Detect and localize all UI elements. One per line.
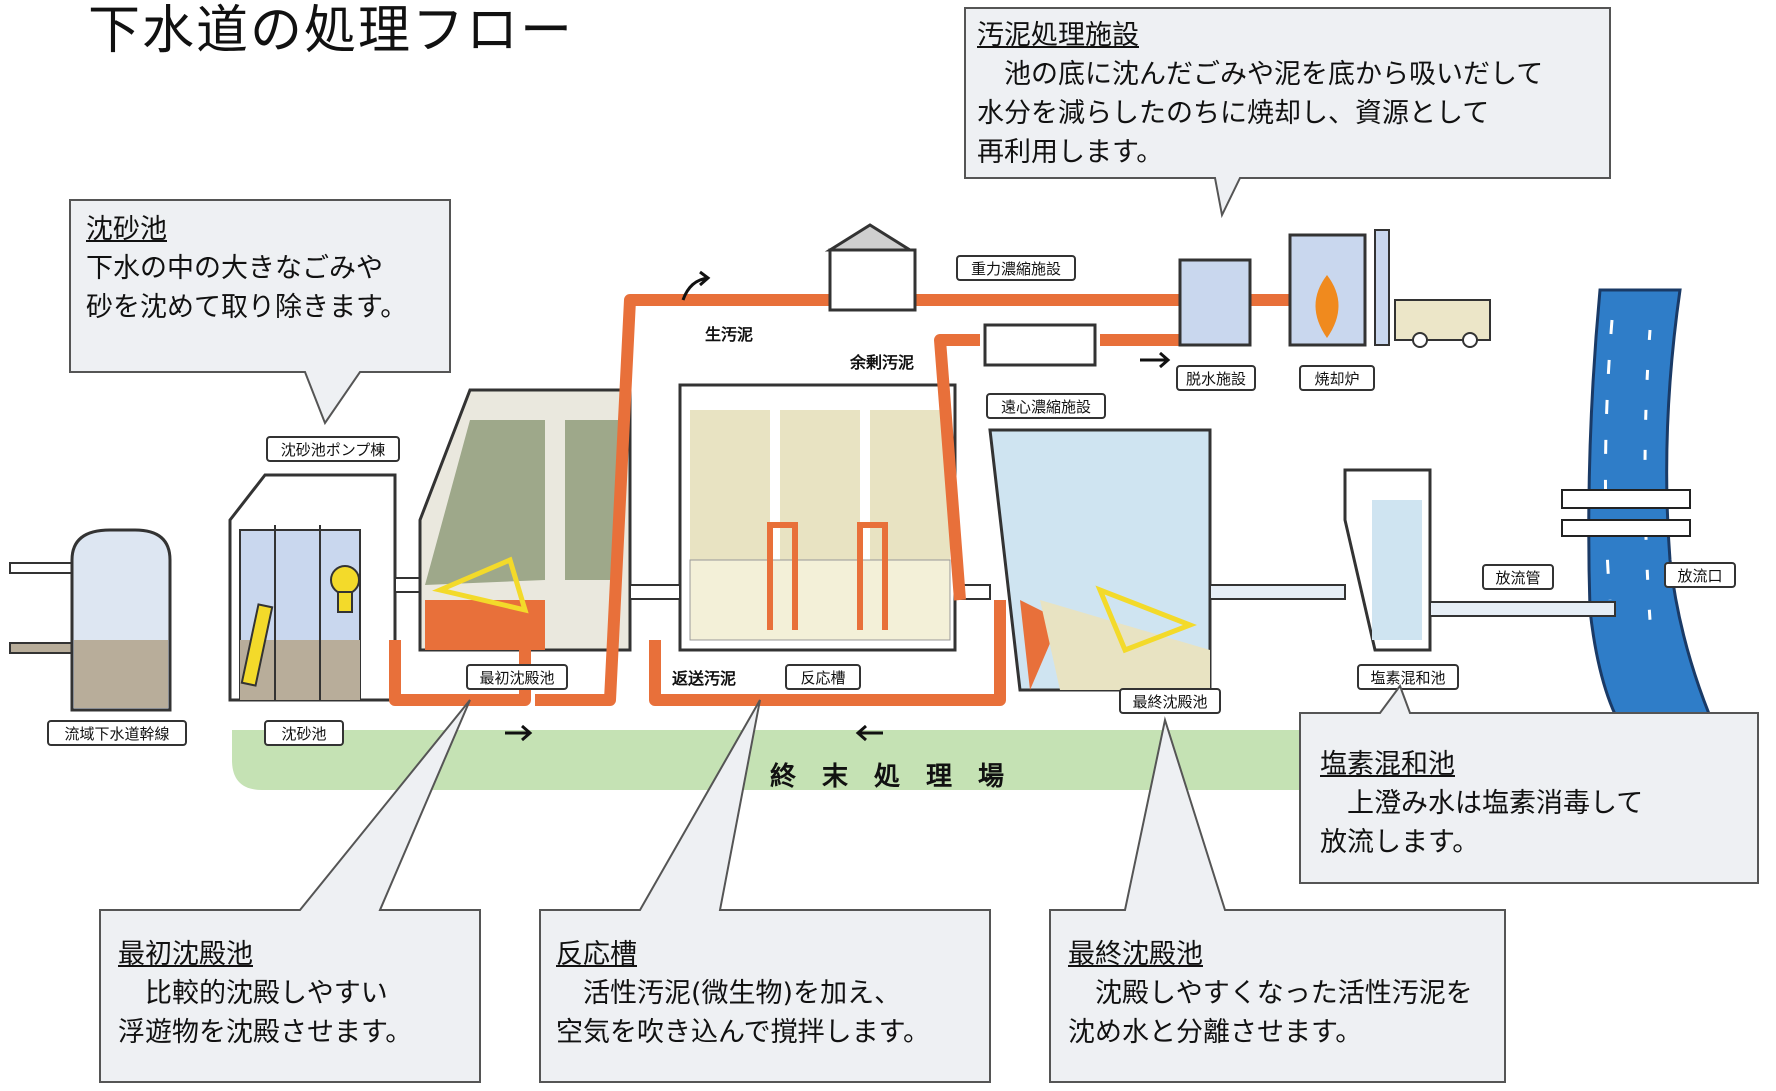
label-trunk-sewer: 流域下水道幹線 [64, 725, 169, 743]
reaction-tank [678, 383, 957, 652]
river [1587, 288, 1723, 742]
label-return-sludge: 返送汚泥 [672, 669, 736, 688]
pump-pipe [394, 577, 421, 593]
label-incinerator: 焼却炉 [1314, 371, 1359, 388]
grit-chamber-structure [228, 473, 397, 702]
label-box-gravity-thickener [956, 255, 1076, 281]
label-outfall: 放流口 [1677, 568, 1722, 585]
page-title: 下水道の処理フロー [88, 1, 575, 61]
callout-box-reaction-tank [539, 699, 991, 1083]
plant-band-label: 終 末 処 理 場 [770, 761, 1004, 791]
callout-final-sedimentation-title: 最終沈殿池 [1068, 939, 1203, 970]
label-centrifugal-thickener: 遠心濃縮施設 [1001, 399, 1091, 416]
incinerator-building [1288, 229, 1390, 347]
label-box-dewatering [1176, 365, 1256, 391]
callout-final-sedimentation-body: 沈殿しやすくなった活性汚泥を 沈め水と分離させます。 [1068, 978, 1473, 1048]
label-excess-sludge: 余剰汚泥 [849, 353, 914, 372]
primary-sedimentation-tank [418, 388, 632, 652]
callout-box-sludge-facility [964, 7, 1611, 219]
callout-grit-chamber: 沈砂池 下水の中の大きなごみや 砂を沈めて取り除きます。 [86, 210, 407, 327]
chlorine-mixing-tank [1343, 468, 1432, 652]
callout-primary-sedimentation-title: 最初沈殿池 [118, 939, 253, 970]
label-reaction-tank: 反応槽 [800, 670, 845, 687]
trunk-sewer-manhole [70, 528, 172, 712]
callout-sludge-facility-title: 汚泥処理施設 [977, 20, 1139, 51]
callout-final-sedimentation: 最終沈殿池 沈殿しやすくなった活性汚泥を 沈め水と分離させます。 [1068, 935, 1473, 1052]
label-dewatering: 脱水施設 [1186, 371, 1246, 388]
label-box-incinerator [1299, 365, 1375, 391]
label-raw-sludge: 生汚泥 [705, 325, 753, 344]
callout-grit-chamber-body: 下水の中の大きなごみや 砂を沈めて取り除きます。 [86, 253, 408, 323]
label-final-sedimentation: 最終沈殿池 [1132, 694, 1207, 711]
truck [1394, 299, 1491, 348]
callout-sludge-facility-body: 池の底に沈んだごみや泥を底から吸いだして 水分を減らしたのちに焼却し、資源として… [977, 59, 1544, 168]
callout-box-final-sedimentation [1049, 716, 1506, 1083]
label-chlorine-mixing: 塩素混和池 [1370, 670, 1445, 687]
dewatering-building [1178, 258, 1252, 347]
callout-box-primary-sedimentation [99, 699, 481, 1083]
callout-primary-sedimentation-body: 比較的沈殿しやすい 浮遊物を沈殿させます。 [118, 978, 413, 1048]
callout-sludge-facility: 汚泥処理施設 池の底に沈んだごみや泥を底から吸いだして 水分を減らしたのちに焼却… [977, 16, 1543, 172]
bridge [1561, 489, 1691, 537]
discharge-pipe [1429, 601, 1616, 617]
label-gravity-thickener: 重力濃縮施設 [971, 261, 1061, 278]
callout-chlorine-mixing-body: 上澄み水は塩素消毒して 放流します。 [1320, 788, 1644, 858]
callout-grit-chamber-title: 沈砂池 [86, 214, 167, 245]
callout-reaction-tank-body: 活性汚泥(微生物)を加え、 空気を吹き込んで撹拌します。 [556, 978, 930, 1048]
gravity-thickener-building [824, 223, 917, 312]
label-grit-pump-building: 沈砂池ポンプ棟 [281, 442, 386, 459]
label-box-grit-chamber [264, 720, 344, 746]
label-box-trunk-sewer [47, 720, 187, 746]
label-discharge-pipe: 放流管 [1495, 570, 1540, 587]
label-box-primary-sedimentation [466, 664, 568, 690]
callout-box-chlorine-mixing [1299, 683, 1759, 884]
callout-chlorine-mixing: 塩素混和池 上澄み水は塩素消毒して 放流します。 [1320, 745, 1643, 862]
label-grit-chamber: 沈砂池 [281, 726, 326, 743]
label-primary-sedimentation: 最初沈殿池 [479, 670, 554, 687]
callout-reaction-tank: 反応槽 活性汚泥(微生物)を加え、 空気を吹き込んで撹拌します。 [556, 935, 930, 1052]
label-box-centrifugal-thickener [986, 393, 1106, 419]
label-box-final-sedimentation [1119, 688, 1221, 714]
label-box-reaction-tank [785, 664, 861, 690]
label-box-discharge-pipe [1482, 564, 1554, 590]
final-sedimentation-tank [988, 428, 1212, 692]
label-box-outfall [1664, 562, 1736, 588]
callout-chlorine-mixing-title: 塩素混和池 [1320, 749, 1455, 780]
flow-arrows [505, 270, 1171, 742]
label-box-chlorine-mixing [1357, 664, 1459, 690]
callout-box-grit-chamber [69, 199, 451, 426]
callout-reaction-tank-title: 反応槽 [556, 939, 637, 970]
centrifugal-thickener-building [983, 323, 1097, 367]
label-box-grit-pump-building [266, 436, 400, 462]
callout-primary-sedimentation: 最初沈殿池 比較的沈殿しやすい 浮遊物を沈殿させます。 [118, 935, 412, 1052]
